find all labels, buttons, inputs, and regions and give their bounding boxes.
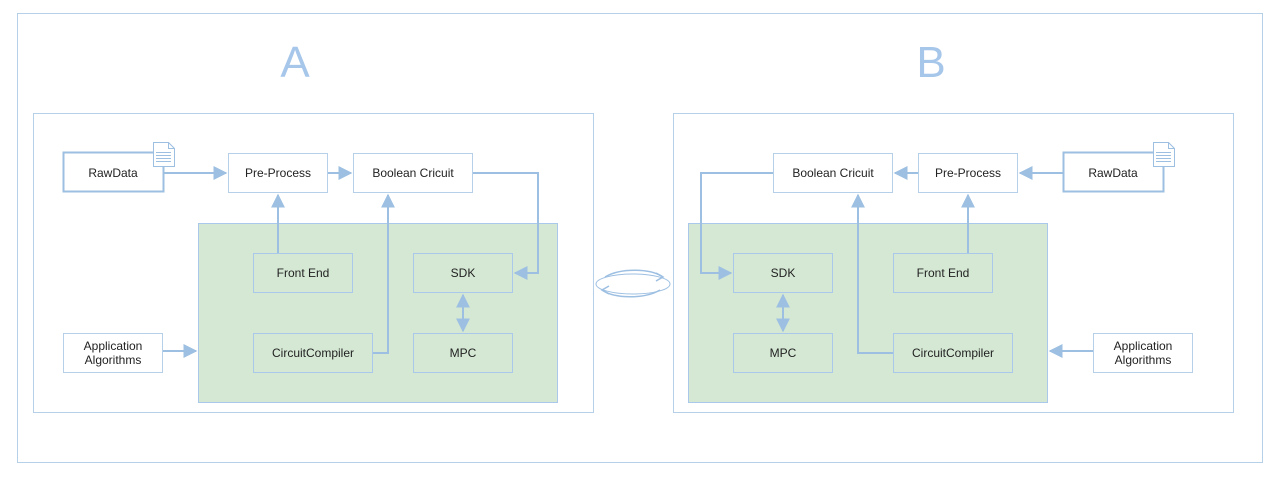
party-b-pre-process-label: Pre-Process — [935, 166, 1001, 180]
outer-frame — [17, 13, 1263, 463]
party-b-circuit-compiler[interactable]: CircuitCompiler — [893, 333, 1013, 373]
party-b-app-algorithms-line1: Application — [1114, 339, 1173, 353]
party-a-sdk-label: SDK — [451, 266, 476, 280]
party-a-pre-process-label: Pre-Process — [245, 166, 311, 180]
edge-compiler-to-boolean-a — [373, 193, 395, 354]
party-b-sdk[interactable]: SDK — [733, 253, 833, 293]
party-b-boolean-circuit-label: Boolean Cricuit — [792, 166, 874, 180]
edge-compiler-to-boolean-b — [851, 193, 893, 354]
document-icon — [153, 142, 175, 167]
party-b-pre-process[interactable]: Pre-Process — [918, 153, 1018, 193]
party-a-boolean-circuit[interactable]: Boolean Cricuit — [353, 153, 473, 193]
party-b-sdk-label: SDK — [771, 266, 796, 280]
party-a-boolean-circuit-label: Boolean Cricuit — [372, 166, 454, 180]
party-b-front-end-label: Front End — [917, 266, 970, 280]
party-a-application-algorithms[interactable]: Application Algorithms — [63, 333, 163, 373]
party-a-app-algorithms-line2: Algorithms — [85, 353, 142, 367]
party-a-circuit-compiler[interactable]: CircuitCompiler — [253, 333, 373, 373]
party-a-label: A — [280, 38, 310, 87]
party-b-mpc[interactable]: MPC — [733, 333, 833, 373]
party-a-front-end-label: Front End — [277, 266, 330, 280]
party-a-raw-data[interactable]: RawData — [62, 151, 165, 193]
party-b-raw-data[interactable]: RawData — [1062, 151, 1165, 193]
party-a-mpc-label: MPC — [450, 346, 477, 360]
party-b-application-algorithms[interactable]: Application Algorithms — [1093, 333, 1193, 373]
party-b-app-algorithms-line2: Algorithms — [1115, 353, 1172, 367]
party-a-connectors — [163, 166, 539, 358]
party-b-boolean-circuit[interactable]: Boolean Cricuit — [773, 153, 893, 193]
edge-boolean-to-sdk-b — [700, 172, 773, 280]
document-icon — [1153, 142, 1175, 167]
party-a-raw-data-label: RawData — [88, 166, 138, 180]
party-b-mpc-label: MPC — [770, 346, 797, 360]
party-a-mpc[interactable]: MPC — [413, 333, 513, 373]
party-a-sdk[interactable]: SDK — [413, 253, 513, 293]
party-b-raw-data-label: RawData — [1088, 166, 1138, 180]
party-b-circuit-compiler-label: CircuitCompiler — [912, 346, 994, 360]
party-b-sdk-panel — [688, 223, 1048, 403]
party-a-circuit-compiler-label: CircuitCompiler — [272, 346, 354, 360]
party-b-label: B — [916, 38, 945, 87]
edge-boolean-to-sdk-a — [473, 172, 539, 280]
party-b-connectors — [700, 166, 1093, 358]
party-a-pre-process[interactable]: Pre-Process — [228, 153, 328, 193]
party-b-front-end[interactable]: Front End — [893, 253, 993, 293]
party-a-front-end[interactable]: Front End — [253, 253, 353, 293]
exchange-cycle-icon — [595, 269, 671, 298]
party-a-app-algorithms-line1: Application — [84, 339, 143, 353]
party-a-sdk-panel — [198, 223, 558, 403]
